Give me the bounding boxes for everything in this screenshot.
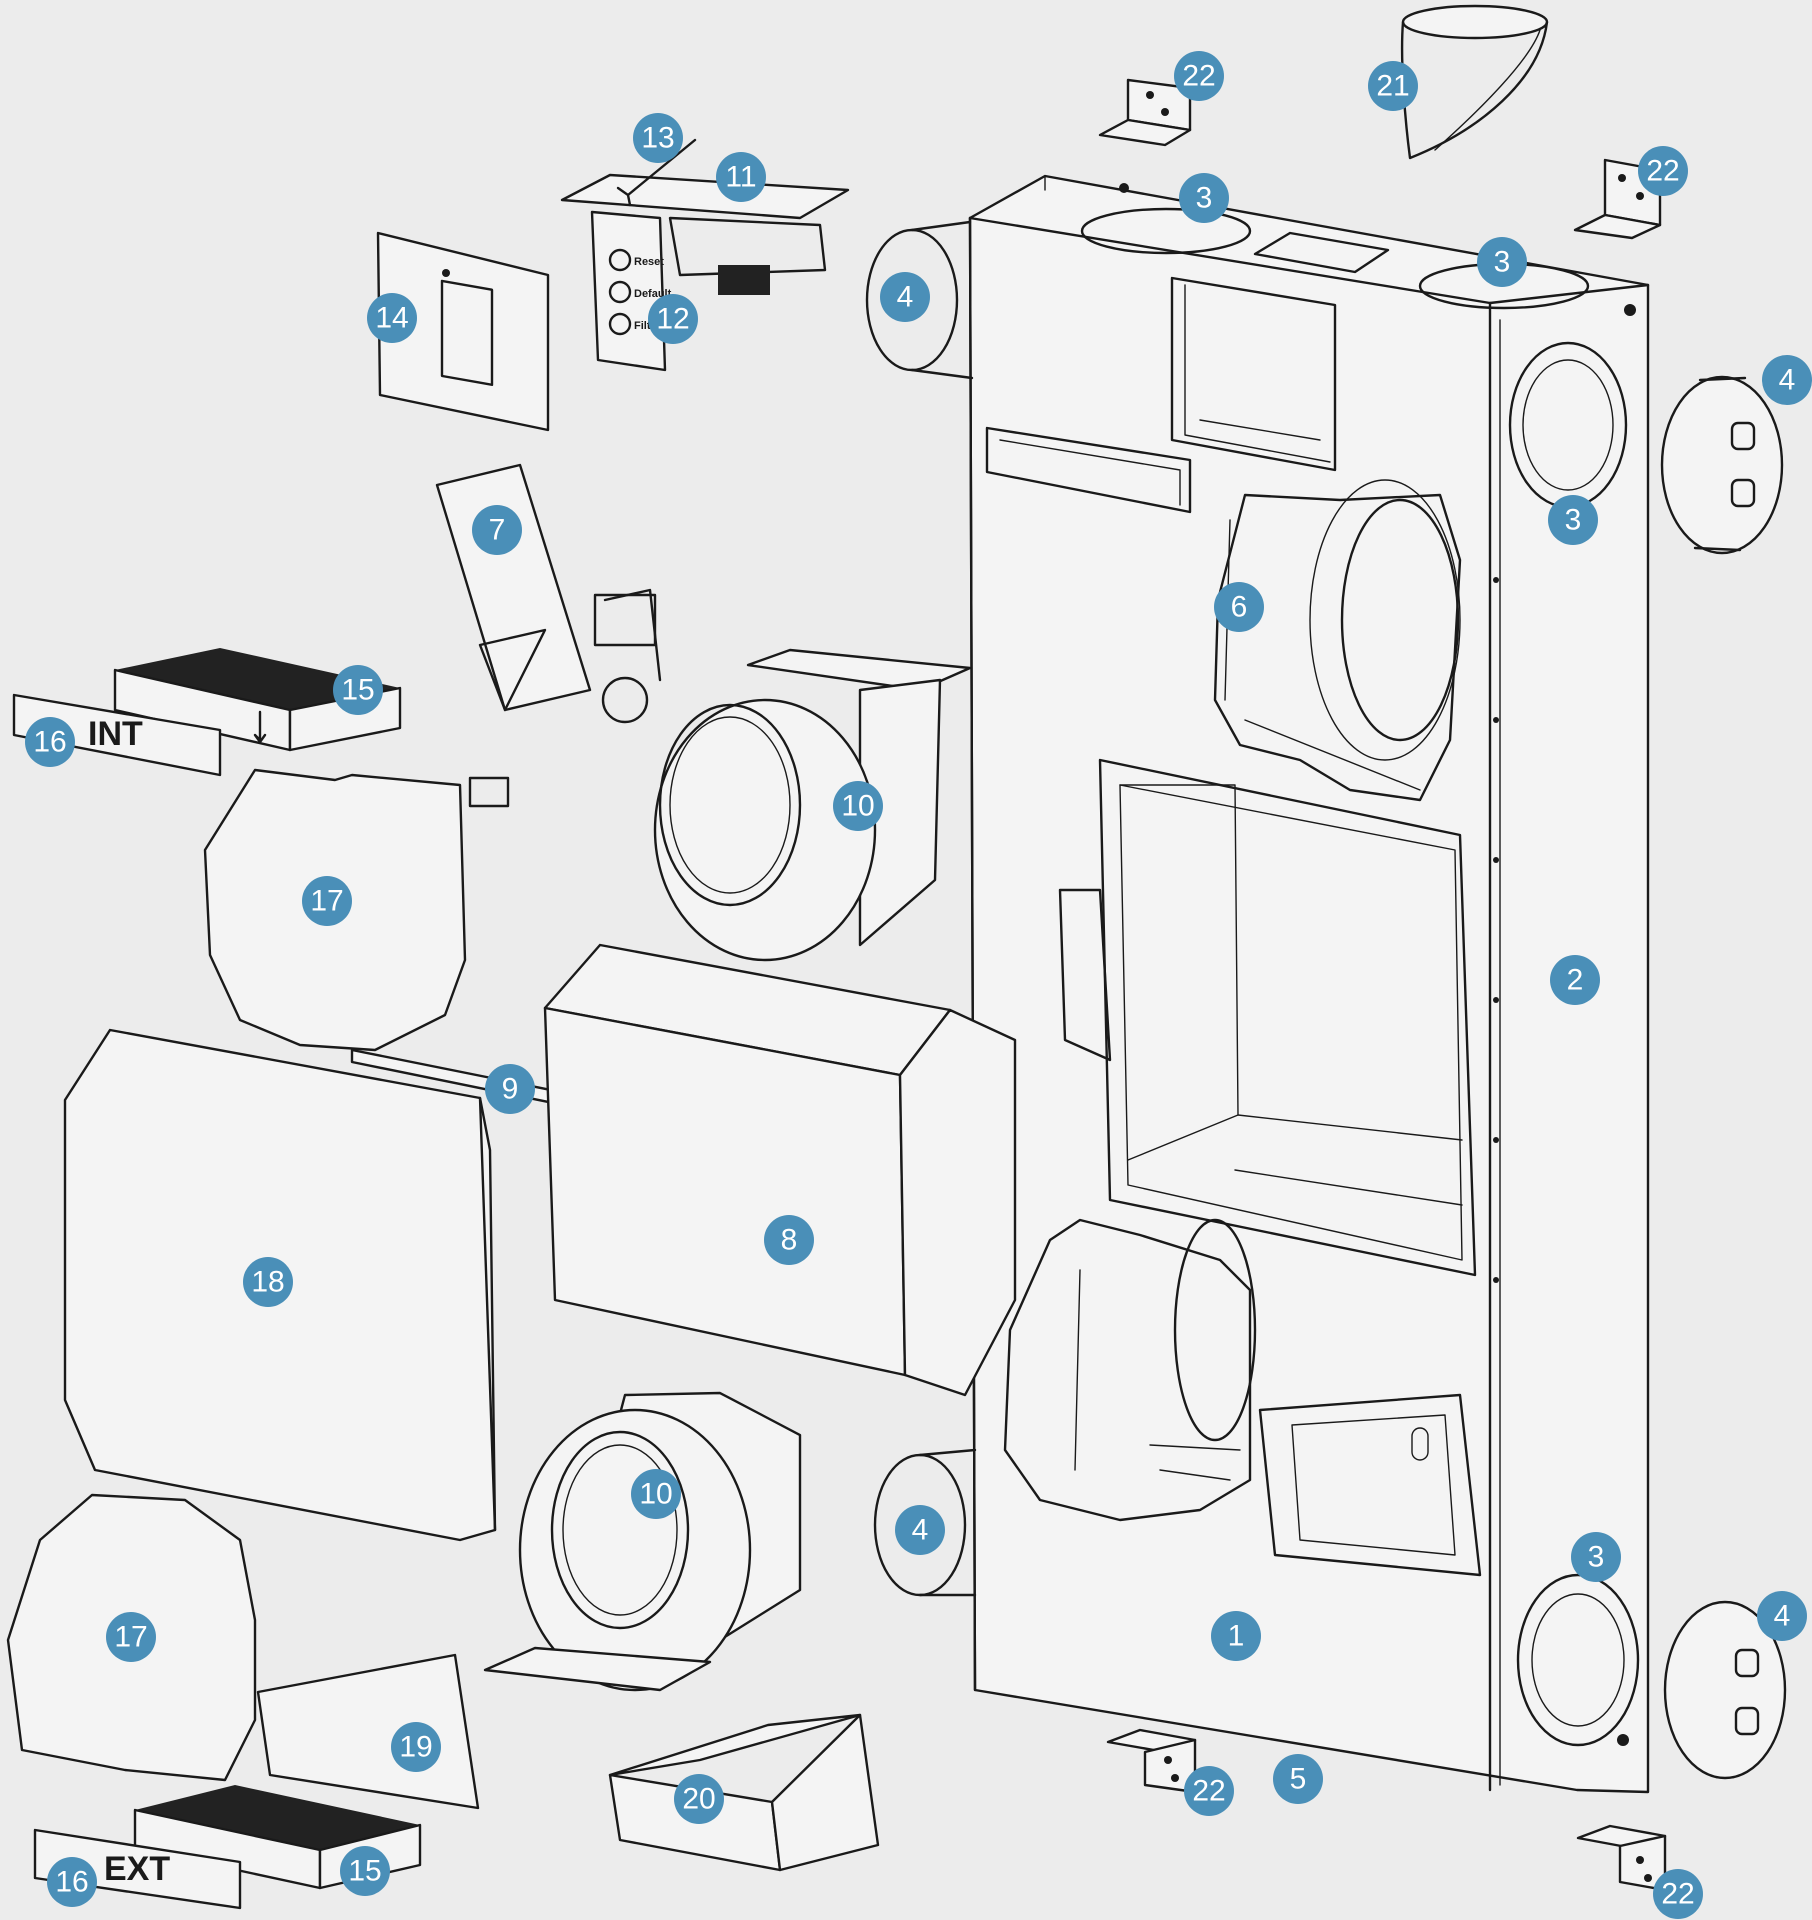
svg-text:4: 4 (1779, 364, 1796, 397)
callout-4d: 4 (1757, 1591, 1807, 1641)
callout-14: 14 (367, 293, 417, 343)
callout-21: 21 (1368, 61, 1418, 111)
callout-19: 19 (391, 1722, 441, 1772)
svg-text:3: 3 (1196, 182, 1213, 215)
spigot-bottom-left (873, 1448, 977, 1597)
svg-text:3: 3 (1565, 504, 1582, 537)
callout-16a: 16 (25, 717, 75, 767)
svg-text:19: 19 (399, 1731, 432, 1764)
bypass-elbow (1400, 4, 1549, 160)
button-reset-label: Reset (634, 256, 664, 268)
svg-text:7: 7 (489, 514, 506, 547)
svg-text:16: 16 (55, 1866, 88, 1899)
callout-16b: 16 (47, 1857, 97, 1907)
svg-text:3: 3 (1494, 246, 1511, 279)
control-board: Reset Default Filter (560, 138, 850, 372)
svg-text:4: 4 (912, 1514, 929, 1547)
callout-18: 18 (243, 1257, 293, 1307)
callout-13: 13 (633, 113, 683, 163)
filter-tab-int: INT (12, 693, 222, 777)
callout-17b: 17 (106, 1612, 156, 1662)
svg-text:21: 21 (1376, 70, 1409, 103)
callout-3b: 3 (1477, 237, 1527, 287)
filter-int-label: INT (88, 715, 143, 753)
callout-1: 1 (1211, 1611, 1261, 1661)
callout-4b: 4 (1762, 355, 1812, 405)
svg-text:2: 2 (1567, 964, 1584, 997)
access-plate (256, 1653, 480, 1810)
cover-plate (376, 231, 550, 432)
electrical-box (608, 1713, 880, 1872)
housing-main (968, 174, 1650, 1794)
svg-text:10: 10 (639, 1478, 672, 1511)
callout-17a: 17 (302, 876, 352, 926)
callout-15a: 15 (333, 665, 383, 715)
spigot-top-left (865, 220, 974, 380)
bracket-bottom-middle (1106, 1728, 1197, 1794)
svg-text:13: 13 (641, 122, 674, 155)
callout-6: 6 (1214, 582, 1264, 632)
callout-11: 11 (716, 152, 766, 202)
bracket-top-left (1098, 78, 1192, 147)
bracket-bottom-right (1576, 1824, 1667, 1892)
svg-text:17: 17 (114, 1621, 147, 1654)
callout-5: 5 (1273, 1754, 1323, 1804)
svg-text:5: 5 (1290, 1763, 1307, 1796)
svg-text:20: 20 (682, 1783, 715, 1816)
callout-20: 20 (674, 1774, 724, 1824)
callout-3c: 3 (1548, 495, 1598, 545)
svg-text:22: 22 (1182, 60, 1215, 93)
callout-4a: 4 (880, 272, 930, 322)
svg-text:1: 1 (1228, 1620, 1245, 1653)
svg-text:22: 22 (1661, 1878, 1694, 1911)
svg-text:22: 22 (1646, 155, 1679, 188)
svg-text:17: 17 (310, 885, 343, 918)
callout-8: 8 (764, 1215, 814, 1265)
bypass-damper (435, 463, 662, 724)
spigot-right-top (1660, 375, 1784, 555)
svg-text:8: 8 (781, 1224, 798, 1257)
callout-7: 7 (472, 505, 522, 555)
svg-text:4: 4 (1774, 1600, 1791, 1633)
callout-22d: 22 (1653, 1869, 1703, 1919)
spigot-right-bottom (1663, 1600, 1787, 1780)
svg-text:22: 22 (1192, 1775, 1225, 1808)
callout-4c: 4 (895, 1505, 945, 1555)
fan-lower (483, 1391, 802, 1692)
svg-text:14: 14 (375, 302, 408, 335)
svg-text:12: 12 (656, 303, 689, 336)
callout-22c: 22 (1184, 1766, 1234, 1816)
svg-text:11: 11 (725, 161, 756, 194)
filter-ext-label: EXT (104, 1850, 170, 1888)
svg-text:18: 18 (251, 1266, 284, 1299)
callout-10b: 10 (631, 1469, 681, 1519)
callout-3d: 3 (1571, 1532, 1621, 1582)
fan-upper (653, 648, 972, 962)
callout-2: 2 (1550, 955, 1600, 1005)
svg-text:15: 15 (341, 674, 374, 707)
svg-text:4: 4 (897, 281, 914, 314)
svg-text:16: 16 (33, 726, 66, 759)
callout-22b: 22 (1638, 146, 1688, 196)
filter-tab-ext: EXT (33, 1828, 242, 1910)
callout-15b: 15 (340, 1846, 390, 1896)
callout-3a: 3 (1179, 173, 1229, 223)
callout-22a: 22 (1174, 51, 1224, 101)
svg-text:9: 9 (502, 1073, 519, 1106)
svg-text:15: 15 (348, 1855, 381, 1888)
callout-12: 12 (648, 294, 698, 344)
svg-text:6: 6 (1231, 591, 1248, 624)
callout-10a: 10 (833, 781, 883, 831)
svg-text:3: 3 (1588, 1541, 1605, 1574)
callout-9: 9 (485, 1064, 535, 1114)
svg-text:10: 10 (841, 790, 874, 823)
filter-door-upper (203, 768, 510, 1052)
heat-exchanger (543, 943, 1017, 1397)
